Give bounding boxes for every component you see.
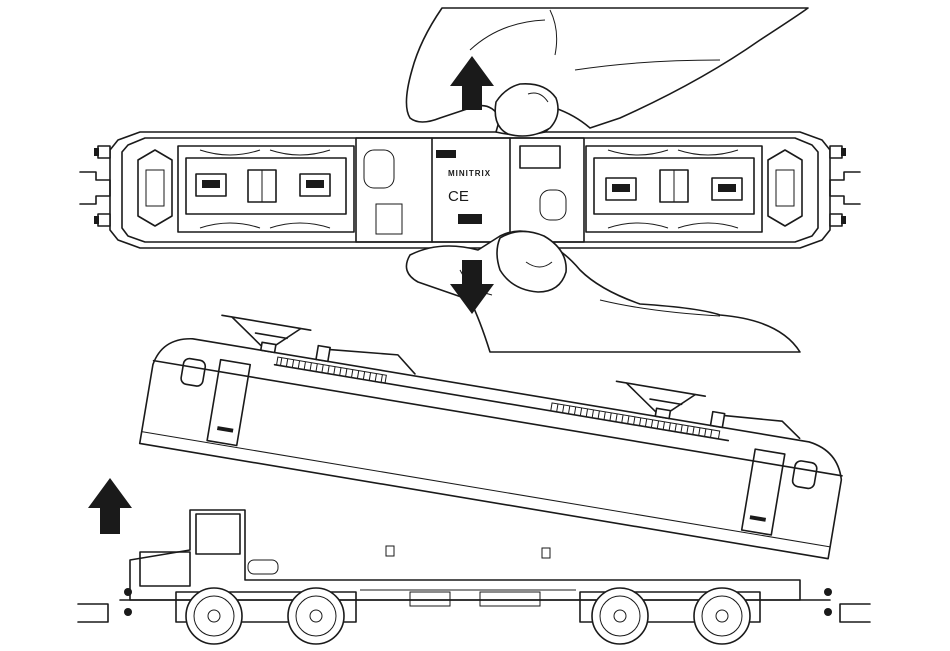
chassis-top-view: MINITRIX CE xyxy=(80,132,860,248)
wheel-4 xyxy=(694,588,750,644)
lift-up-arrow-body xyxy=(88,478,132,534)
ce-mark: CE xyxy=(448,188,469,205)
coupler-left xyxy=(80,146,110,226)
wheel-1 xyxy=(186,588,242,644)
brand-label: MINITRIX xyxy=(448,169,491,178)
coupler-right xyxy=(830,146,860,226)
wheel-2 xyxy=(288,588,344,644)
wheel-3 xyxy=(592,588,648,644)
